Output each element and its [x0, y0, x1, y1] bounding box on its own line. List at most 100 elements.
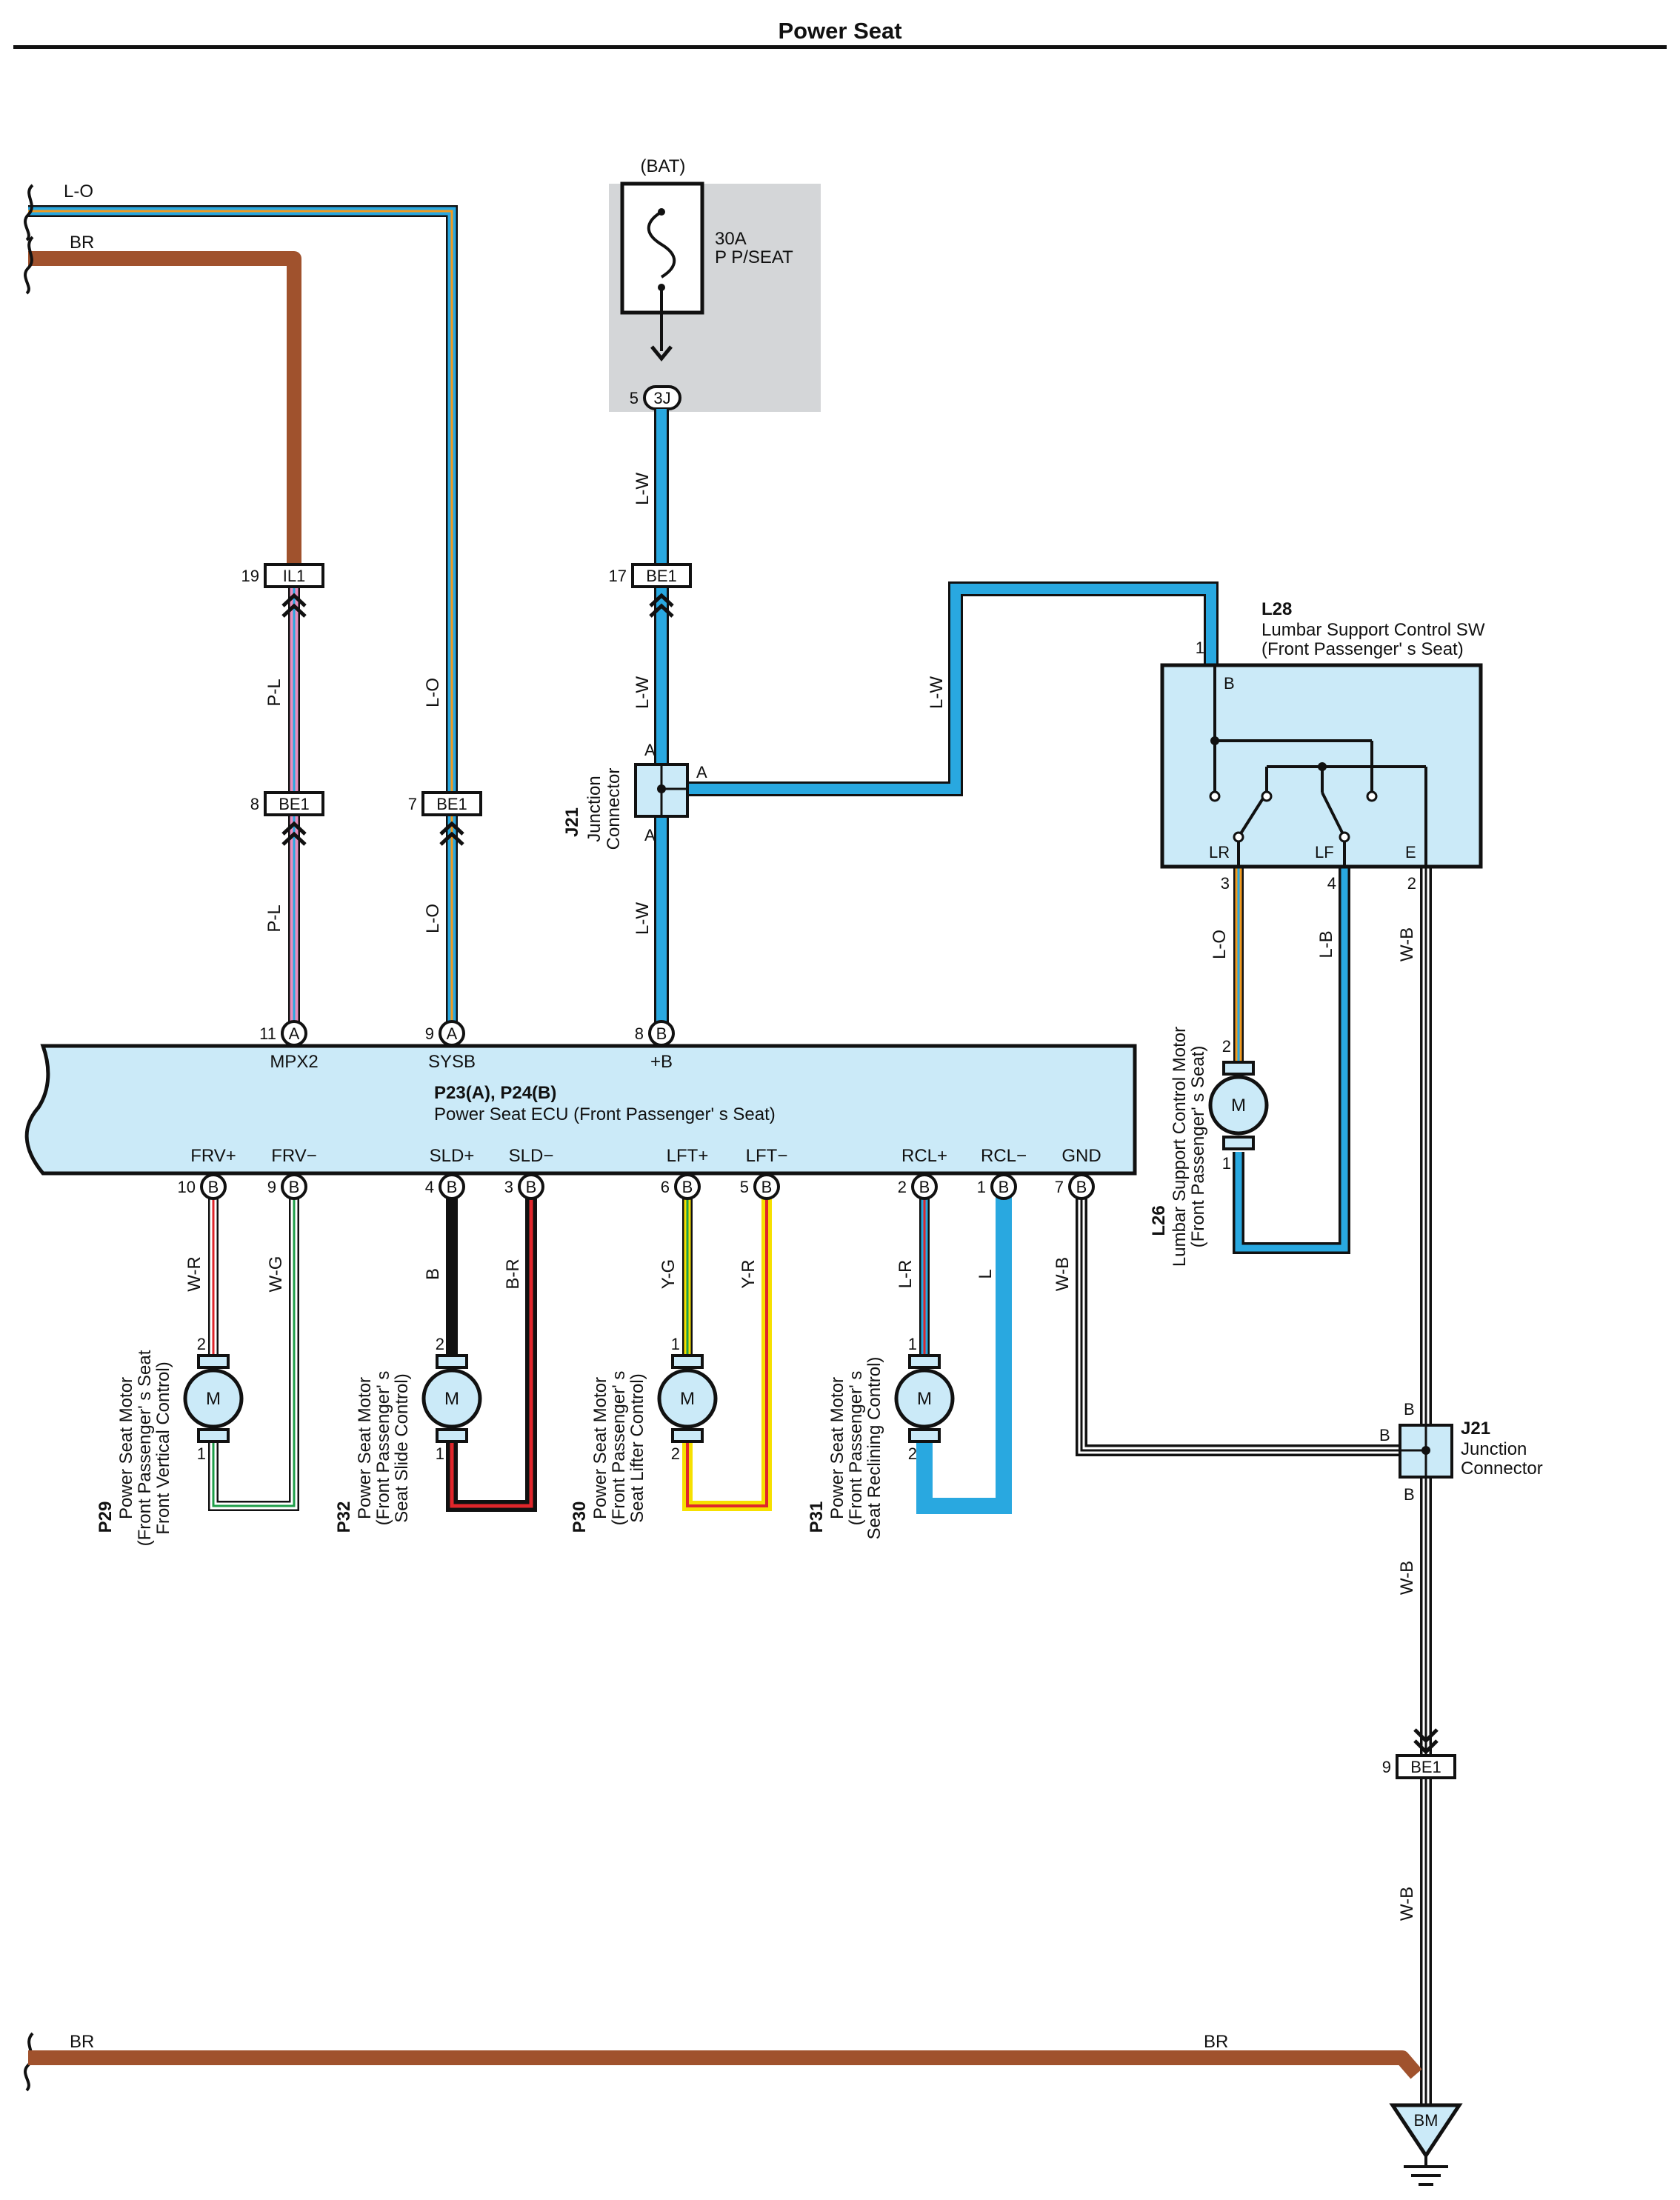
svg-text:IL1: IL1 [283, 567, 306, 585]
svg-text:(Front Passenger' s: (Front Passenger' s [846, 1371, 866, 1526]
svg-text:Y-R: Y-R [739, 1259, 759, 1288]
svg-text:(Front Passenger' s Seat): (Front Passenger' s Seat) [1261, 639, 1464, 659]
wire-lumbar-lb [1233, 867, 1350, 1254]
svg-text:(Front Passenger' s: (Front Passenger' s [373, 1371, 393, 1526]
connector-il1: IL1 19 [241, 563, 324, 618]
svg-text:B: B [1076, 1178, 1087, 1196]
ground-bm: BM [1389, 2103, 1463, 2186]
svg-text:P32: P32 [334, 1501, 354, 1533]
svg-text:SLD+: SLD+ [430, 1146, 475, 1166]
page-title: Power Seat [778, 18, 901, 44]
fuse-name: P P/SEAT [715, 247, 793, 267]
fuse-rating: 30A [715, 229, 747, 249]
svg-text:LF: LF [1315, 843, 1334, 861]
svg-text:P-L: P-L [264, 679, 284, 706]
svg-text:M: M [206, 1389, 221, 1409]
svg-text:L-O: L-O [423, 904, 443, 933]
svg-text:L-W: L-W [633, 473, 653, 505]
svg-text:3: 3 [1221, 874, 1230, 893]
svg-text:L: L [976, 1269, 996, 1279]
chevron-down-icon [650, 345, 673, 361]
motor-icon [421, 1368, 482, 1429]
svg-text:L-W: L-W [633, 902, 653, 935]
svg-text:RCL+: RCL+ [901, 1146, 947, 1166]
svg-text:E: E [1405, 843, 1416, 861]
chevron-down-icon [1413, 1728, 1439, 1755]
svg-text:2: 2 [1222, 1037, 1231, 1056]
svg-text:6: 6 [661, 1178, 670, 1196]
svg-text:+B: +B [650, 1052, 673, 1072]
svg-text:GND: GND [1061, 1146, 1101, 1166]
wire-label-br-top: BR [70, 233, 94, 253]
svg-text:B: B [289, 1178, 300, 1196]
svg-text:7: 7 [1055, 1178, 1064, 1196]
svg-text:W-B: W-B [1397, 1561, 1417, 1595]
svg-text:1: 1 [436, 1444, 444, 1463]
svg-text:SYSB: SYSB [428, 1052, 476, 1072]
svg-text:L-R: L-R [896, 1260, 916, 1289]
wire-label-lo-top: L-O [64, 181, 93, 201]
svg-text:BE1: BE1 [1410, 1758, 1441, 1776]
svg-text:A: A [447, 1024, 458, 1043]
svg-text:B: B [761, 1178, 773, 1196]
svg-text:BE1: BE1 [646, 567, 677, 585]
svg-text:LR: LR [1209, 843, 1230, 861]
svg-text:M: M [1231, 1096, 1246, 1116]
wire-br-top [28, 251, 301, 569]
svg-text:BE1: BE1 [279, 795, 310, 813]
svg-text:B: B [999, 1178, 1010, 1196]
motor-icon [1208, 1075, 1269, 1136]
svg-text:W-B: W-B [1053, 1257, 1073, 1291]
svg-text:1: 1 [977, 1178, 986, 1196]
svg-text:4: 4 [425, 1178, 434, 1196]
svg-text:Front Vertical Control): Front Vertical Control) [153, 1361, 173, 1534]
svg-text:B: B [1404, 1400, 1415, 1419]
svg-text:5: 5 [740, 1178, 749, 1196]
ecu-name: Power Seat ECU (Front Passenger' s Seat) [434, 1104, 776, 1124]
svg-text:4: 4 [1327, 874, 1336, 893]
svg-text:Lumbar Support Control SW: Lumbar Support Control SW [1261, 620, 1485, 640]
svg-text:Junction: Junction [1461, 1439, 1527, 1459]
battery-label: (BAT) [641, 156, 686, 176]
junction-j21-bottom: B B B J21 Junction Connector [1379, 1400, 1543, 1504]
ecu-bottom-pin: FRV+B10 [178, 1146, 236, 1200]
svg-text:B: B [423, 1268, 443, 1280]
ecu-bottom-pin: RCL−B1 [977, 1146, 1027, 1200]
ecu-bottom-pin: FRV−B9 [267, 1146, 317, 1200]
power-seat-ecu: P23(A), P24(B) Power Seat ECU (Front Pas… [24, 1020, 1137, 1200]
svg-text:Power Seat Motor: Power Seat Motor [116, 1377, 136, 1519]
svg-text:1: 1 [197, 1444, 206, 1463]
svg-text:17: 17 [609, 567, 627, 585]
wire-label-br-bottom-left: BR [70, 2032, 94, 2052]
motor-icon [183, 1368, 244, 1429]
chevron-up-icon [649, 593, 674, 618]
svg-text:W-B: W-B [1397, 1887, 1417, 1921]
svg-text:L-W: L-W [633, 676, 653, 709]
svg-text:9: 9 [1382, 1758, 1391, 1776]
svg-text:W-B: W-B [1397, 927, 1417, 961]
title-rule [13, 45, 1667, 49]
svg-text:L26: L26 [1149, 1205, 1169, 1236]
svg-text:P29: P29 [96, 1501, 116, 1533]
chevron-up-icon [439, 821, 464, 846]
svg-text:B: B [1379, 1426, 1390, 1444]
ecu-top-pin: B8+B [635, 1020, 675, 1072]
svg-text:Seat Lifter Control): Seat Lifter Control) [627, 1373, 647, 1522]
svg-text:A: A [644, 741, 656, 759]
svg-text:J21: J21 [562, 807, 582, 837]
lumbar-switch-l28: L28 Lumbar Support Control SW (Front Pas… [1160, 599, 1485, 893]
svg-text:10: 10 [178, 1178, 196, 1196]
svg-text:BM: BM [1414, 2111, 1439, 2130]
svg-text:Seat Slide Control): Seat Slide Control) [392, 1373, 412, 1522]
svg-text:8: 8 [250, 795, 259, 813]
svg-text:M: M [444, 1389, 459, 1409]
svg-text:B: B [1224, 674, 1235, 693]
svg-text:3: 3 [504, 1178, 513, 1196]
svg-text:B: B [656, 1024, 667, 1043]
